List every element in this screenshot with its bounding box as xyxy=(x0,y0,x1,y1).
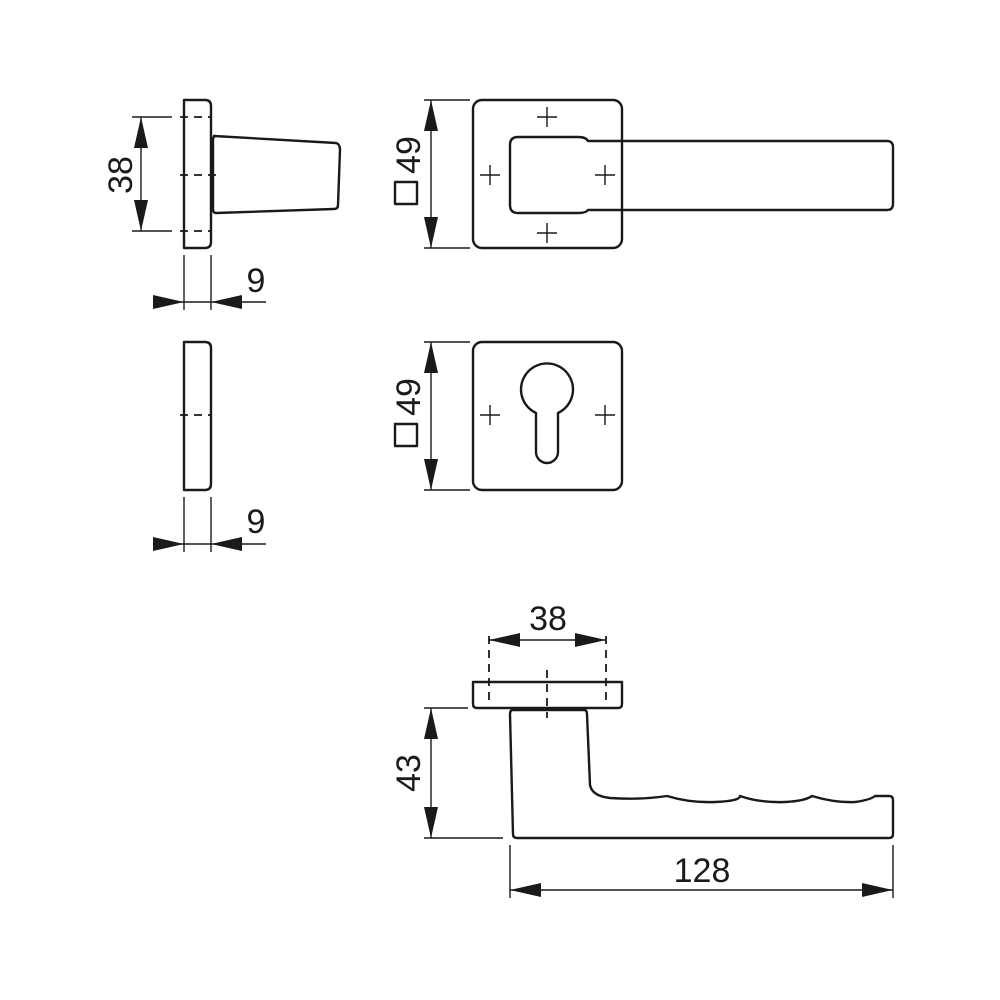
escutcheon-front-view: 49 xyxy=(390,340,624,492)
lever-top-view: 38 43 128 xyxy=(390,600,895,898)
rose-side-view: 38 9 xyxy=(102,98,342,310)
dim-rose-width-label: 38 xyxy=(529,600,567,638)
escutcheon-side-view: 9 xyxy=(153,340,266,552)
dim-lever-height-label: 43 xyxy=(390,754,428,792)
rose-front-view: 49 xyxy=(390,98,895,250)
keyhole-icon xyxy=(519,362,575,465)
dim-rose-height-label: 38 xyxy=(102,156,140,194)
square-symbol-icon xyxy=(393,180,419,206)
dim-escutcheon-size-label: 49 xyxy=(390,378,428,416)
dim-lever-length-label: 128 xyxy=(674,852,731,890)
screw-mark-icons xyxy=(480,107,615,243)
dim-rose-size-label: 49 xyxy=(390,136,428,174)
dim-escutcheon-thickness-label: 9 xyxy=(247,503,266,541)
dim-rose-thickness-label: 9 xyxy=(247,262,266,300)
